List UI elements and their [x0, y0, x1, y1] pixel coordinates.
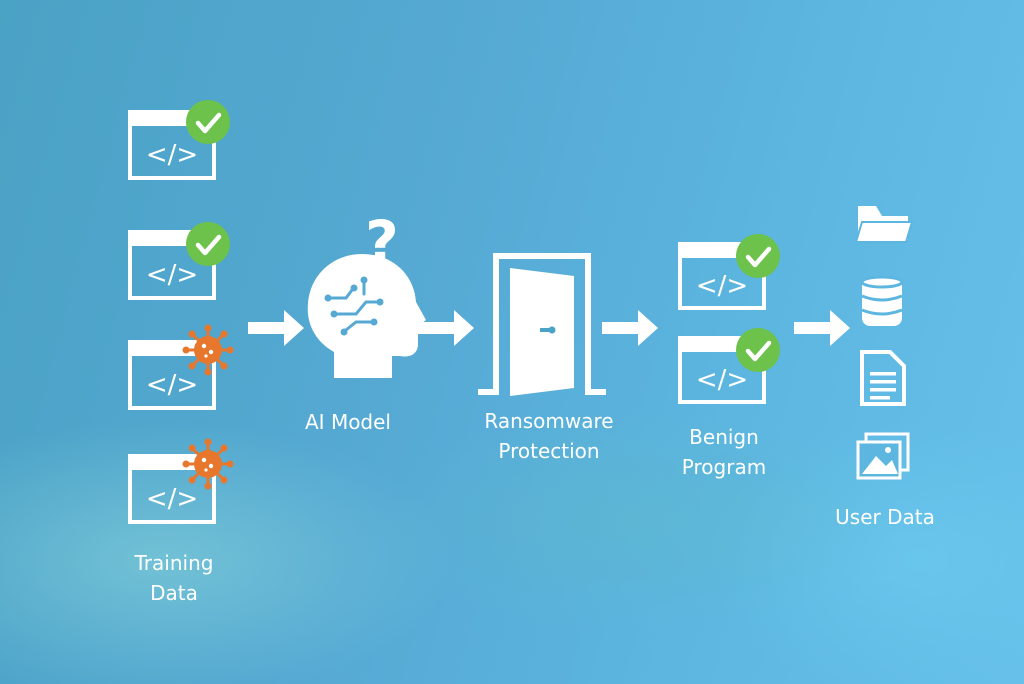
svg-text:</>: </>	[696, 271, 748, 301]
svg-text:</>: </>	[146, 370, 198, 400]
database-icon	[860, 275, 904, 326]
code-window-icon: </>	[128, 340, 216, 410]
benign-program-label: Benign Program	[681, 425, 767, 479]
check-badge-icon	[736, 234, 780, 278]
training-item-malware-2: </>	[128, 437, 235, 524]
check-badge-icon	[736, 328, 780, 372]
code-window-icon: </>	[678, 336, 766, 404]
code-window-icon: </>	[128, 454, 216, 524]
svg-text:</>: </>	[696, 365, 748, 395]
check-badge-icon	[186, 100, 230, 144]
benign-program-window-1: </>	[678, 234, 780, 310]
benign-program-window-2: </>	[678, 328, 780, 404]
document-icon	[860, 350, 906, 406]
arrow-icon	[418, 310, 474, 346]
svg-text:</>: </>	[146, 260, 198, 290]
folder-icon	[854, 206, 914, 243]
open-door-icon	[478, 253, 606, 396]
training-item-benign-1: </>	[128, 100, 230, 180]
ai-head-icon: ?	[307, 208, 426, 378]
svg-text:</>: </>	[146, 140, 198, 170]
user-data-label: User Data	[835, 505, 935, 529]
svg-text:</>: </>	[146, 484, 198, 514]
image-gallery-icon	[856, 432, 910, 480]
virus-badge-icon	[181, 323, 235, 377]
ransomware-protection-label: Ransomware Protection	[484, 409, 614, 463]
arrow-icon	[794, 310, 850, 346]
ai-model-label: AI Model	[305, 410, 391, 434]
training-data-label: Training Data	[134, 551, 214, 605]
check-badge-icon	[186, 222, 230, 266]
question-mark-icon: ?	[365, 208, 399, 276]
arrow-icon	[248, 310, 304, 346]
training-item-malware-1: </>	[128, 323, 235, 410]
arrow-icon	[602, 310, 658, 346]
training-item-benign-2: </>	[128, 222, 230, 300]
virus-badge-icon	[181, 437, 235, 491]
